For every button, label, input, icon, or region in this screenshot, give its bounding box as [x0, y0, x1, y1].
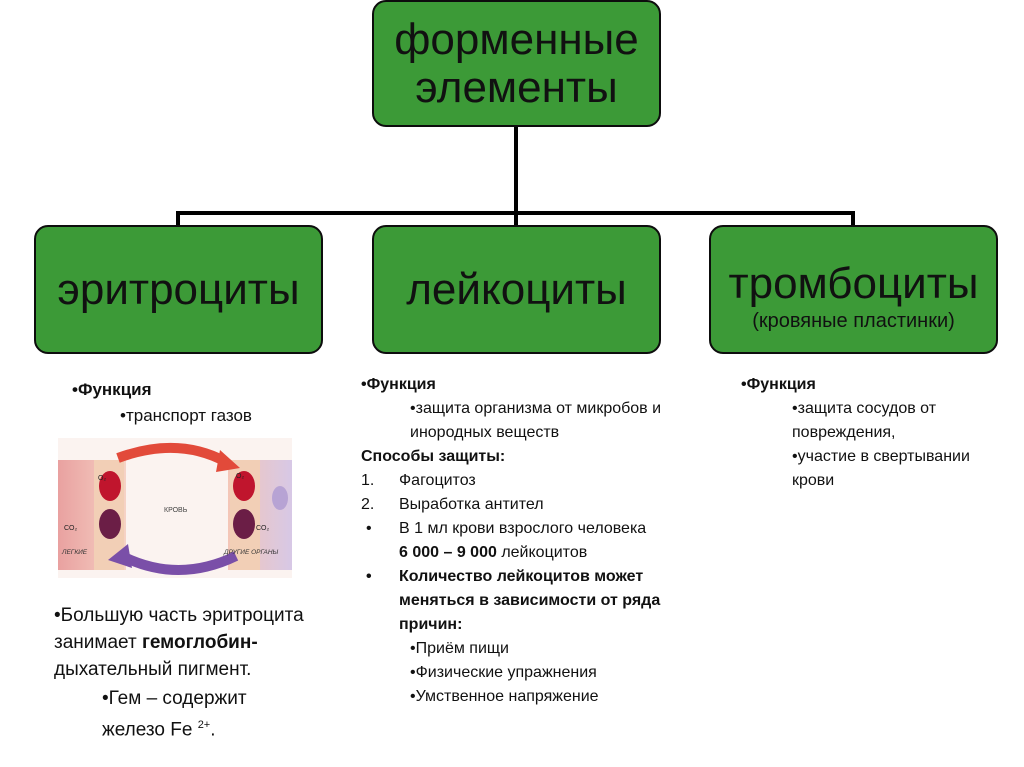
- leukocytes-title: лейкоциты: [406, 264, 627, 314]
- leukocytes-function-item-line2: инородных веществ: [410, 424, 560, 441]
- label-o2-right: O₂: [236, 473, 244, 480]
- thrombocytes-subtitle: (кровяные пластинки): [752, 309, 955, 332]
- label-co2-right: CO₂: [256, 525, 270, 532]
- erythrocytes-function-label: •Функция: [72, 380, 152, 399]
- rbc-right-top: [233, 471, 255, 501]
- root-label-line2: элементы: [415, 62, 618, 112]
- label-blood: КРОВЬ: [164, 507, 188, 514]
- arrow-to-lungs-head: [108, 544, 132, 568]
- leukocyte-change-line2: меняться в зависимости от ряда: [399, 592, 661, 609]
- arrow-to-organs: [116, 442, 229, 467]
- connector-right-drop: [851, 211, 855, 227]
- heme-end: .: [210, 719, 216, 741]
- defense-item-text: Фагоцитоз: [399, 472, 476, 489]
- gas-exchange-illustration: O₂ CO₂ КРОВЬ O₂ CO₂ ЛЕГКИЕ ДРУГИЕ ОРГАНЫ: [58, 438, 292, 578]
- root-label-line1: форменные: [394, 14, 639, 64]
- hemoglobin-line2-text: занимает: [54, 632, 142, 653]
- hemoglobin-line1: •Большую часть эритроцита: [54, 605, 304, 626]
- leukocyte-count-line2: 6 000 – 9 000 лейкоцитов: [399, 541, 587, 565]
- label-o2-left: O₂: [98, 475, 106, 482]
- bullet-marker: •: [366, 568, 372, 585]
- defense-item-phagocytosis: 1. Фагоцитоз: [361, 469, 476, 493]
- leukocyte-count-value: 6 000 – 9 000: [399, 544, 497, 561]
- arrow-to-lungs: [119, 551, 239, 575]
- heme-iron-text: железо Fe: [102, 719, 198, 741]
- label-lungs: ЛЕГКИЕ: [61, 549, 88, 556]
- thrombocytes-item1-line2: повреждения,: [792, 424, 896, 441]
- leukocyte-count-unit: лейкоцитов: [496, 544, 588, 561]
- heme-iron-charge: 2+: [197, 719, 211, 731]
- defense-item-marker: 2.: [361, 496, 375, 513]
- leukocyte-change-line3: причин:: [399, 616, 463, 633]
- leukocytes-function-item-line1: •защита организма от микробов и: [410, 400, 662, 417]
- change-text: Количество лейкоцитов может: [399, 568, 644, 585]
- heme-line1: •Гем – содержит: [102, 688, 247, 709]
- thrombocytes-title: тромбоциты: [728, 259, 979, 309]
- reason-mental-strain: •Умственное напряжение: [410, 688, 599, 705]
- rbc-left-bottom: [99, 509, 121, 539]
- connector-left-drop: [176, 211, 180, 227]
- reason-food: •Приём пищи: [410, 640, 509, 657]
- thrombocytes-function-label: •Функция: [741, 376, 816, 393]
- heme-line2: железо Fe 2+.: [102, 712, 216, 743]
- label-organs: ДРУГИЕ ОРГАНЫ: [223, 549, 279, 556]
- box-thrombocytes: тромбоциты (кровяные пластинки): [709, 225, 998, 354]
- leukocyte-count-line1: • В 1 мл крови взрослого человека: [361, 517, 646, 541]
- root-box-formed-elements: форменные элементы: [372, 0, 661, 127]
- thrombocytes-item1-line1: •защита сосудов от: [792, 400, 937, 417]
- arrow-to-organs-head: [216, 450, 240, 472]
- reason-exercise: •Физические упражнения: [410, 664, 597, 681]
- box-leukocytes: лейкоциты: [372, 225, 661, 354]
- connector-root-vertical: [514, 127, 518, 214]
- bullet-marker: •: [366, 520, 372, 537]
- hemoglobin-line2: занимает гемоглобин-: [54, 629, 258, 656]
- defense-item-marker: 1.: [361, 472, 375, 489]
- hemoglobin-term: гемоглобин-: [141, 632, 258, 653]
- thrombocytes-item2-line1: •участие в свертывании: [792, 448, 970, 465]
- label-co2-left: CO₂: [64, 525, 78, 532]
- hemoglobin-line3: дыхательный пигмент.: [54, 659, 252, 680]
- erythrocytes-title: эритроциты: [57, 264, 300, 314]
- defense-item-text: Выработка антител: [399, 496, 544, 513]
- leukocyte-change-line1: • Количество лейкоцитов может: [361, 565, 643, 589]
- rbc-left-top: [99, 471, 121, 501]
- thrombocytes-item2-line2: крови: [792, 472, 835, 489]
- rbc-right-bottom: [233, 509, 255, 539]
- count-text: В 1 мл крови взрослого человека: [399, 520, 647, 537]
- leukocytes-function-label: •Функция: [361, 376, 436, 393]
- box-erythrocytes: эритроциты: [34, 225, 323, 354]
- connector-middle-drop: [514, 211, 518, 227]
- erythrocytes-function-item: •транспорт газов: [120, 406, 252, 425]
- defense-title: Способы защиты:: [361, 448, 506, 465]
- organ-cell: [272, 486, 288, 510]
- defense-item-antibodies: 2. Выработка антител: [361, 493, 544, 517]
